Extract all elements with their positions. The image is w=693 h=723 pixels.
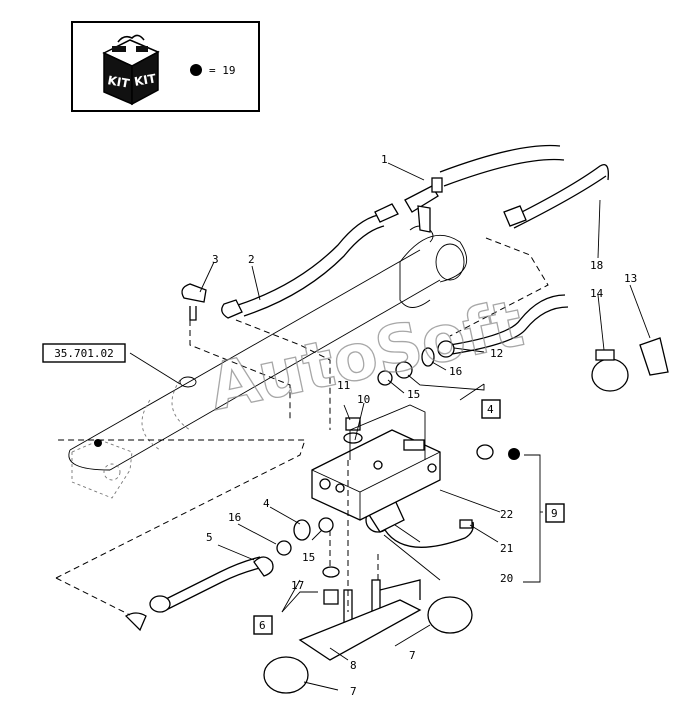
kit-legend-text: = 19: [209, 64, 236, 77]
hydraulic-cylinder: [68, 225, 468, 499]
callouts: 1 2 3 4 4 5 6 7 7 8 9 10 11 12 13 14 15 …: [206, 153, 637, 698]
valve-block: [311, 404, 441, 521]
callout-3: 3: [212, 253, 219, 266]
callout-5: 5: [206, 531, 213, 544]
callout-11: 11: [337, 379, 350, 392]
reference-box-group: 35.701.02: [42, 343, 565, 635]
leader-lines: [129, 162, 651, 691]
callout-15-lower: 15: [302, 551, 315, 564]
ref-label-35-701-02: 35.701.02: [54, 347, 114, 360]
callout-1: 1: [381, 153, 388, 166]
legend-frame: [71, 21, 260, 112]
fittings: [124, 177, 669, 694]
callout-16-lower: 16: [228, 511, 241, 524]
ref-box-4: [481, 399, 501, 419]
callout-22: 22: [500, 508, 513, 521]
ref-box-35-701-02: [42, 343, 126, 363]
callout-6-boxed: 6: [259, 619, 266, 632]
callout-10: 10: [357, 393, 370, 406]
callout-14: 14: [590, 287, 604, 300]
callout-20: 20: [500, 572, 513, 585]
kit-legend: KIT KIT = 19: [71, 21, 260, 112]
callout-4: 4: [263, 497, 270, 510]
kit-text-right: KIT: [133, 71, 158, 89]
callout-16-upper: 16: [449, 365, 462, 378]
callout-18: 18: [590, 259, 603, 272]
callout-7-left: 7: [350, 685, 357, 698]
hoses: [159, 144, 609, 613]
kit-marker-dot: [190, 64, 202, 76]
reference-lines: [55, 237, 549, 616]
callout-13: 13: [624, 272, 637, 285]
callout-9-boxed: 9: [551, 507, 558, 520]
callout-21: 21: [500, 542, 513, 555]
callout-4-boxed: 4: [487, 403, 494, 416]
callout-17: 17: [291, 579, 304, 592]
callout-15-upper: 15: [407, 388, 420, 401]
ref-box-6: [253, 615, 273, 635]
callout-8: 8: [350, 659, 357, 672]
callout-7-right: 7: [409, 649, 416, 662]
kit-icon: KIT KIT: [102, 34, 160, 106]
kit-text-left: KIT: [106, 73, 131, 91]
callout-12: 12: [490, 347, 503, 360]
ref-box-9: [545, 503, 565, 523]
callout-2: 2: [248, 253, 255, 266]
